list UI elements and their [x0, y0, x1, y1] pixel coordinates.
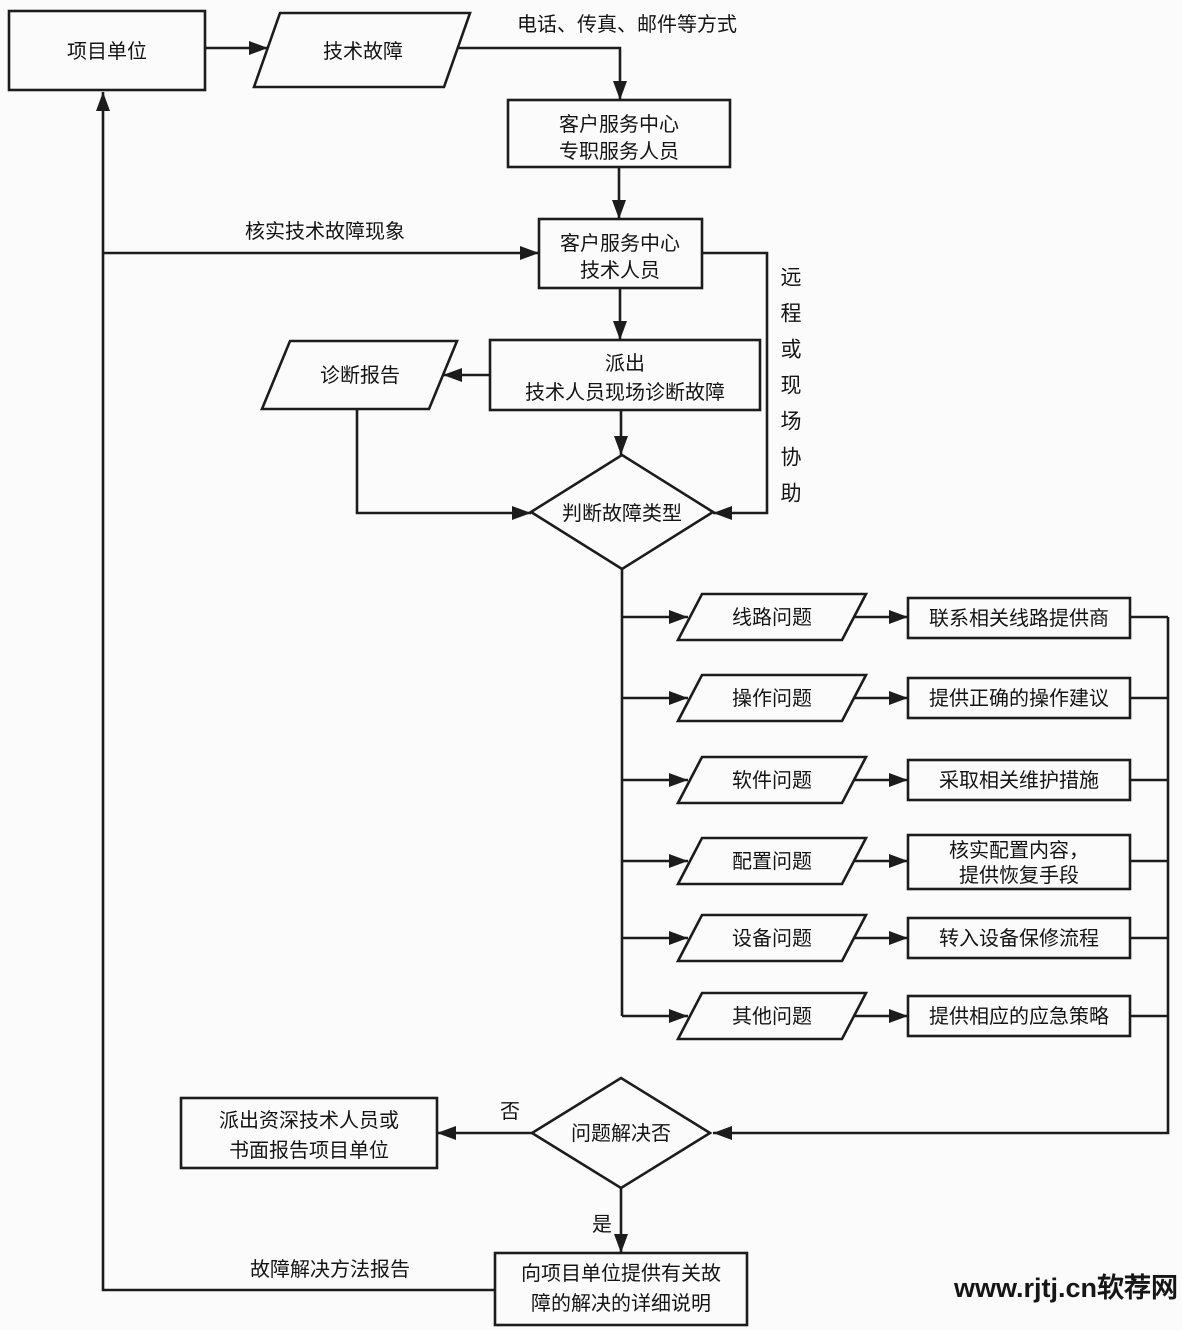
node-software-problem [675, 755, 869, 805]
edge-label-solution-report: 故障解决方法报告 [250, 1258, 410, 1281]
node-operation-problem-action [906, 676, 1132, 720]
node-device-problem-action [906, 916, 1132, 960]
node-dispatch-diagnose-line2: 技术人员现场诊断故障 [525, 381, 725, 404]
node-service-center-staff-line2: 专职服务人员 [559, 140, 679, 163]
edge-final-explanation-to-project-unit [96, 92, 495, 1292]
node-software-problem-label: 软件问题 [732, 769, 812, 792]
node-operation-problem-action-label: 提供正确的操作建议 [929, 687, 1109, 710]
node-line-problem-action-label: 联系相关线路提供商 [929, 607, 1109, 630]
decision-judge-fault-type [528, 453, 716, 571]
node-diagnosis-report [260, 339, 459, 411]
node-config-problem-action-line2: 提供恢复手段 [959, 864, 1079, 887]
node-other-problem-action-label: 提供相应的应急策略 [929, 1005, 1109, 1028]
edges [96, 41, 1170, 1292]
edge-remote-assist-to-judge [702, 251, 769, 520]
node-line-problem [675, 592, 869, 642]
node-device-problem [675, 913, 869, 963]
node-config-problem-action [906, 833, 1132, 891]
node-senior-dispatch-line1: 派出资深技术人员或 [219, 1109, 399, 1132]
node-operation-problem-label: 操作问题 [732, 687, 812, 710]
node-device-problem-action-label: 转入设备保修流程 [939, 927, 1099, 950]
shapes [7, 9, 1132, 1327]
edge-label-remote-or-onsite: 远程或现场协助 [778, 266, 801, 518]
node-operation-problem [675, 673, 869, 723]
node-line-problem-action [906, 596, 1132, 640]
node-dispatch-diagnose [488, 338, 762, 412]
edge-label-no: 否 [500, 1101, 520, 1123]
edge-diagnosis-report-to-judge [355, 409, 531, 520]
node-other-problem-label: 其他问题 [732, 1005, 812, 1028]
edge-tech-fault-to-service-staff [458, 46, 627, 100]
edge-label-contact-methods: 电话、传真、邮件等方式 [517, 13, 737, 36]
node-tech-fault-label: 技术故障 [323, 40, 403, 63]
node-service-center-tech-line2: 技术人员 [580, 259, 660, 282]
node-senior-dispatch [179, 1096, 439, 1170]
edge-collector-to-problem-solved [713, 617, 1170, 1140]
node-diagnosis-report-label: 诊断报告 [320, 364, 400, 387]
node-service-center-staff-line1: 客户服务中心 [559, 113, 679, 136]
node-config-problem [675, 836, 869, 886]
decision-problem-solved [529, 1076, 713, 1190]
node-project-unit [7, 9, 207, 92]
watermark: www.rjtj.cn软荐网 [953, 1273, 1178, 1303]
node-device-problem-label: 设备问题 [732, 927, 812, 950]
node-other-problem-action [906, 994, 1132, 1038]
node-project-unit-label: 项目单位 [67, 40, 147, 63]
decision-problem-solved-label: 问题解决否 [571, 1122, 671, 1145]
node-other-problem [675, 991, 869, 1041]
node-line-problem-label: 线路问题 [732, 606, 812, 629]
node-service-center-staff [506, 98, 732, 169]
node-final-explanation [493, 1251, 749, 1327]
node-service-center-tech-line1: 客户服务中心 [560, 232, 680, 255]
node-tech-fault [252, 11, 472, 89]
node-labels: 项目单位 技术故障 电话、传真、邮件等方式 客户服务中心 专职服务人员 核实技术… [67, 13, 1178, 1315]
node-config-problem-action-line1: 核实配置内容， [949, 839, 1089, 862]
edge-label-yes: 是 [592, 1214, 612, 1236]
node-dispatch-diagnose-line1: 派出 [605, 352, 645, 375]
node-final-explanation-line2: 障的解决的详细说明 [531, 1292, 711, 1315]
node-service-center-tech [537, 217, 704, 290]
node-config-problem-label: 配置问题 [732, 850, 812, 873]
node-senior-dispatch-line2: 书面报告项目单位 [229, 1139, 389, 1162]
edge-label-verify-fault: 核实技术故障现象 [245, 220, 405, 243]
decision-judge-fault-type-label: 判断故障类型 [562, 502, 682, 525]
node-software-problem-action-label: 采取相关维护措施 [939, 769, 1099, 792]
node-final-explanation-line1: 向项目单位提供有关故 [521, 1262, 721, 1285]
node-software-problem-action [906, 758, 1132, 802]
